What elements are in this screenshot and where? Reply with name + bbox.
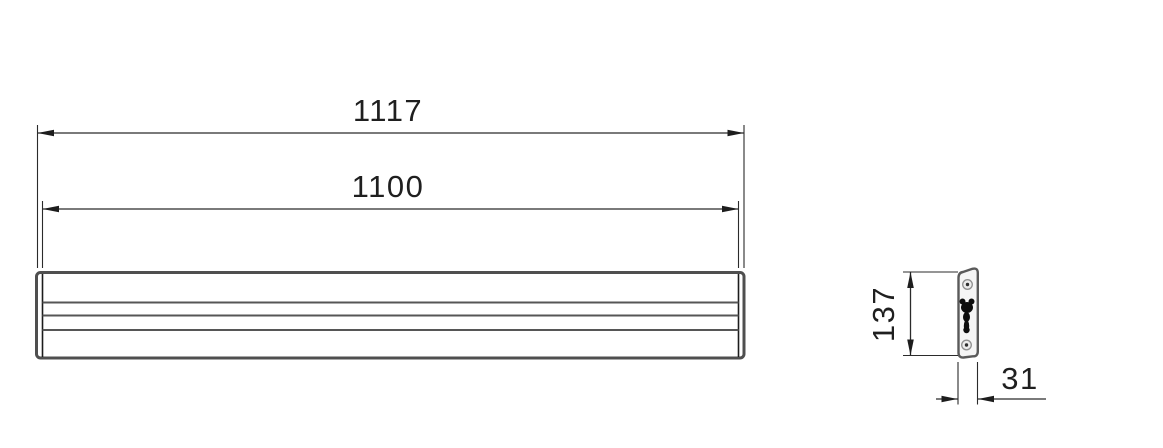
arrowhead-up-icon bbox=[907, 272, 914, 288]
arrowhead-left-icon bbox=[37, 129, 54, 137]
arrowhead-right-icon bbox=[722, 205, 739, 213]
dimension-label-overall-length: 1117 bbox=[353, 93, 423, 128]
dimension-inner-length: 1100 bbox=[41, 169, 740, 268]
dimension-label-inner-length: 1100 bbox=[352, 169, 425, 204]
arrowhead-down-icon bbox=[907, 339, 914, 356]
arrowhead-left-icon bbox=[42, 205, 59, 213]
side-view bbox=[957, 267, 979, 359]
screw-hole-bottom-center bbox=[964, 343, 969, 347]
screw-hole-top-center bbox=[965, 282, 970, 287]
arrowhead-left-icon bbox=[978, 395, 994, 403]
front-view bbox=[35, 271, 746, 360]
dimension-label-side-depth: 31 bbox=[1001, 361, 1038, 396]
dimension-label-side-height: 137 bbox=[866, 286, 901, 342]
dimension-side-depth: 31 bbox=[936, 361, 1046, 405]
dimension-overall-length: 1117 bbox=[36, 93, 745, 268]
dimension-side-height: 137 bbox=[866, 271, 958, 357]
arrowhead-right-icon bbox=[727, 129, 744, 137]
arrowhead-right-icon bbox=[941, 395, 958, 403]
cable-connector-silhouette-icon bbox=[959, 298, 975, 334]
